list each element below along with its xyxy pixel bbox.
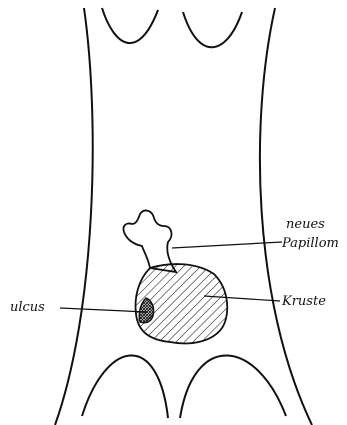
ulcer-leader-line xyxy=(60,308,146,312)
papilloma-label-line2: Papillom xyxy=(281,236,339,251)
upper-arch-right xyxy=(183,12,242,47)
crust-label: Kruste xyxy=(281,294,326,309)
upper-arch-left xyxy=(102,8,158,43)
lower-arch-left xyxy=(82,355,168,418)
papilloma-outline xyxy=(123,211,176,272)
lower-arch-right xyxy=(180,355,286,418)
body-outline-left xyxy=(55,8,93,425)
papilloma-label-line1: neues xyxy=(286,217,325,232)
ulcer-label: ulcus xyxy=(10,300,45,315)
